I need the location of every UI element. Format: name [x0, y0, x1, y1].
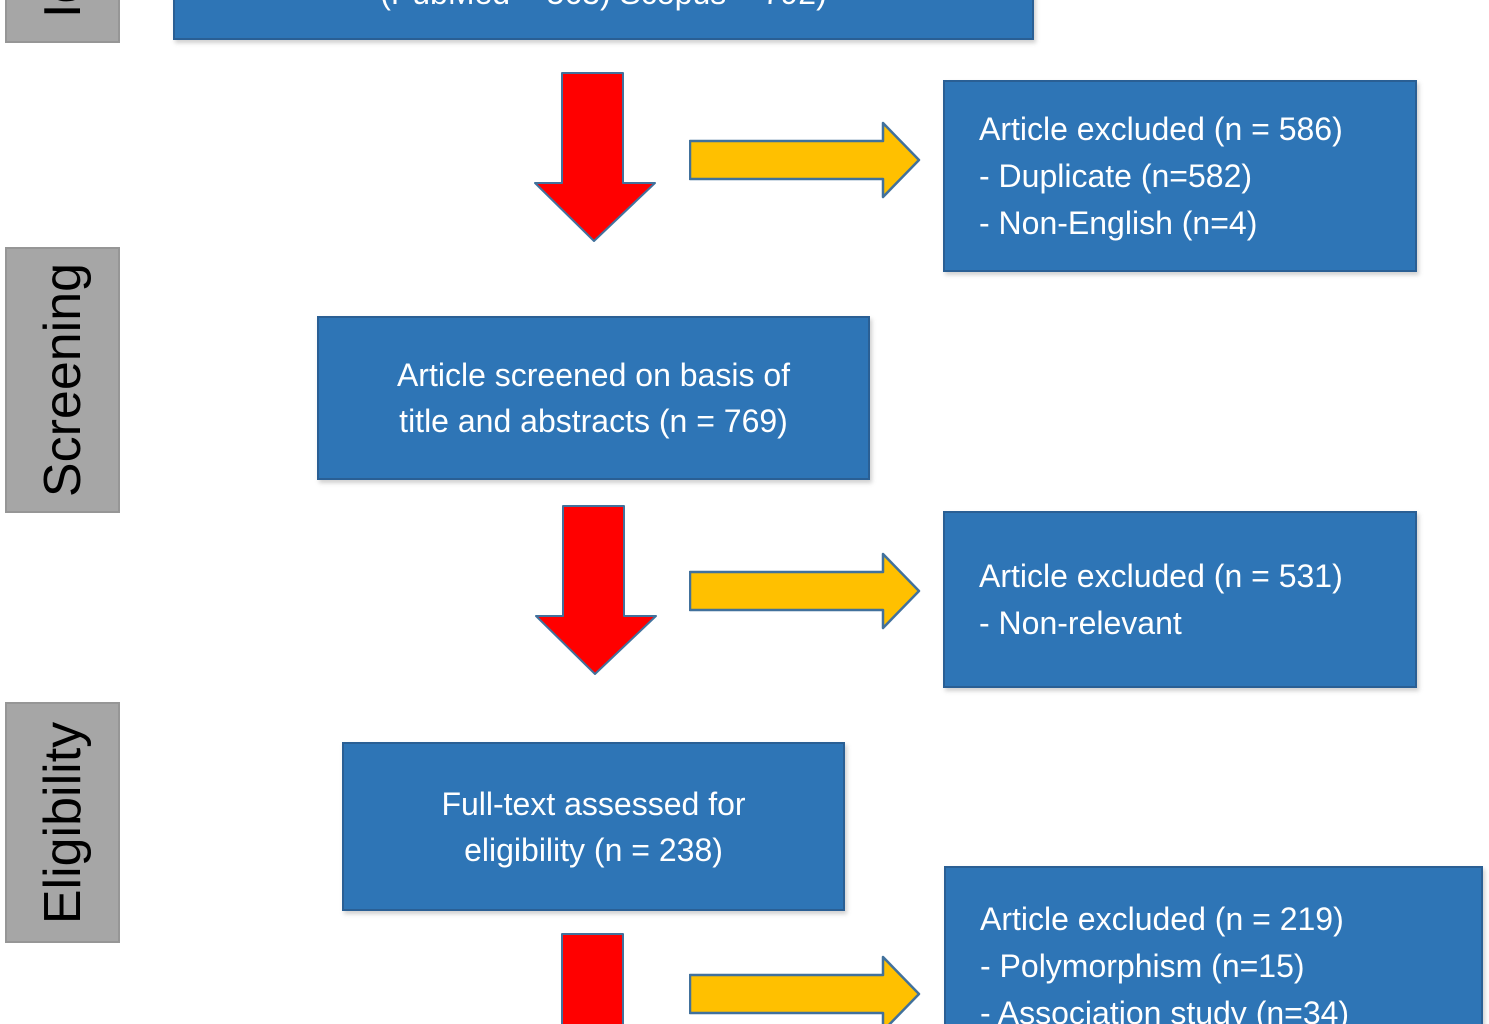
red-down-arrow-icon: [535, 505, 657, 675]
stage-label-eligibility-text: Eligibility: [33, 721, 92, 924]
screened-articles-text-line1: Article screened on basis of: [396, 357, 791, 393]
red-down-arrow-icon: [534, 72, 656, 242]
excluded3-line2: - Polymorphism (n=15): [980, 948, 1305, 984]
excluded2-line1: Article excluded (n = 531): [979, 557, 1343, 594]
fulltext-assessed-text-line1: Full-text assessed for: [441, 785, 746, 822]
excluded1-line2: - Duplicate (n=582): [979, 157, 1253, 194]
stage-label-identification-text: Identification: [33, 0, 93, 17]
excluded-box-nonrelevant: Article excluded (n = 531) - Non-relevan…: [943, 511, 1417, 688]
stage-label-screening: Screening: [5, 247, 120, 513]
screened-articles-text-line2: title and abstracts (n = 769): [399, 403, 788, 439]
stage-label-screening-text: Screening: [33, 262, 92, 498]
excluded3-line1: Article excluded (n = 219): [980, 901, 1344, 937]
excluded1-line3: - Non-English (n=4): [979, 204, 1258, 241]
excluded2-line2: - Non-relevant: [979, 604, 1182, 641]
excluded-box-duplicates: Article excluded (n = 586) - Duplicate (…: [943, 80, 1417, 272]
red-down-arrow-icon: [561, 933, 624, 1024]
identified-articles-text: (PubMed = 563) Scopus = 792): [380, 0, 827, 12]
yellow-right-arrow-icon: [689, 955, 921, 1024]
excluded1-line1: Article excluded (n = 586): [979, 110, 1343, 147]
stage-label-identification: Identification: [5, 0, 120, 43]
excluded-box-fulltext: Article excluded (n = 219) - Polymorphis…: [944, 866, 1483, 1024]
yellow-right-arrow-icon: [689, 121, 921, 199]
screened-articles-box: Article screened on basis of title and a…: [317, 316, 870, 480]
stage-label-eligibility: Eligibility: [5, 702, 120, 943]
identified-articles-box: (PubMed = 563) Scopus = 792): [173, 0, 1034, 40]
fulltext-assessed-text-line2: eligibility (n = 238): [464, 831, 723, 868]
fulltext-assessed-box: Full-text assessed for eligibility (n = …: [342, 742, 845, 911]
excluded3-line3: - Association study (n=34): [980, 995, 1350, 1024]
yellow-right-arrow-icon: [689, 552, 921, 630]
